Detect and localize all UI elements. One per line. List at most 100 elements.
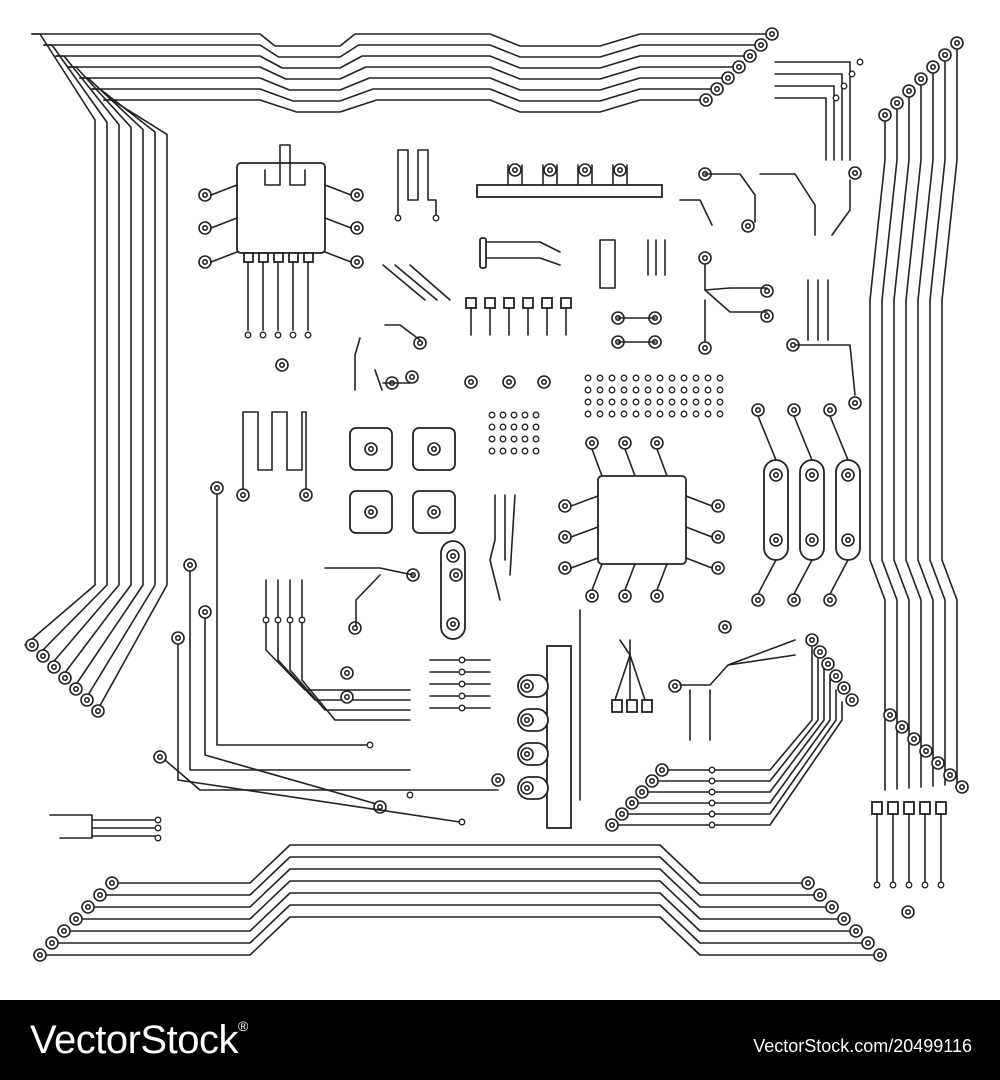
bottom-bus-trace <box>87 868 833 908</box>
side-connector-block <box>546 645 572 829</box>
corner-dot <box>856 58 864 66</box>
misc-pad-hole <box>452 571 459 578</box>
comb-resistor <box>871 801 883 815</box>
capsule-pad-hole <box>772 471 779 478</box>
right-bus-top-pad-hole <box>941 51 948 58</box>
comb-pad-hole <box>904 908 911 915</box>
resistor-pad-hole <box>540 378 547 385</box>
misc-trace <box>831 179 851 236</box>
capsule-top-pad-hole <box>754 406 761 413</box>
top-left-bus-trace <box>36 44 108 657</box>
grid-dot <box>521 411 529 419</box>
connector-pad-hole <box>546 167 553 174</box>
grid-dot <box>584 374 592 382</box>
bus-end-pad-hole <box>73 685 80 692</box>
misc-trace <box>324 567 414 576</box>
bottom-bus-trace <box>99 856 821 896</box>
long-trace <box>189 564 411 771</box>
grid-dot <box>608 410 616 418</box>
smd-resistor <box>465 297 477 309</box>
center-ic-top-pad-hole <box>588 439 595 446</box>
top-bus-pad-hole <box>735 64 742 71</box>
capsule-pad-hole <box>449 552 456 559</box>
grid-dot <box>716 410 724 418</box>
top-bus-pad-hole <box>768 30 775 37</box>
connector-tab-pad-hole <box>523 784 530 791</box>
resistor-pad-hole <box>467 378 474 385</box>
right-bus-trace <box>893 90 910 789</box>
center-ic-left-pad-hole <box>561 502 568 509</box>
capsule-top-trace <box>829 415 849 461</box>
grid-dot <box>499 423 507 431</box>
long-trace-pad-hole <box>202 608 209 615</box>
small-block-dot <box>154 816 162 824</box>
comb-dot <box>921 881 929 889</box>
grid-dot <box>584 410 592 418</box>
long-trace <box>204 611 381 806</box>
registered-mark: ® <box>237 1018 248 1034</box>
small-component <box>641 699 653 713</box>
misc-trace <box>482 241 561 253</box>
capsule-top-pad-hole <box>826 406 833 413</box>
connector-pad-hole <box>511 167 518 174</box>
corner-trace <box>774 85 835 161</box>
circuit-board-illustration <box>24 27 969 962</box>
misc-trace <box>509 494 516 576</box>
grid-dot <box>716 374 724 382</box>
right-bus-top-pad-hole <box>917 76 924 83</box>
bottom-bus-left-pad-hole <box>97 891 104 898</box>
grid-dot <box>704 374 712 382</box>
grid-dot <box>499 447 507 455</box>
grid-dot <box>510 447 518 455</box>
bottom-bus-right-pad-hole <box>876 951 883 958</box>
center-ic-bottom-pad-hole <box>621 592 628 599</box>
fan-dot <box>708 766 716 774</box>
left-ic-leg-dot <box>289 331 297 339</box>
comb-resistor <box>919 801 931 815</box>
right-ic-side-pad-hole <box>353 225 360 232</box>
triangle-mount-pad-hole <box>430 508 437 515</box>
fan-left-pad-hole <box>618 810 625 817</box>
left-ic-side-trace <box>210 217 238 229</box>
misc-pad-hole <box>416 339 423 346</box>
misc-pad-hole <box>408 373 415 380</box>
small-component <box>479 237 487 269</box>
center-ic-bottom-pad-hole <box>653 592 660 599</box>
connector-tab-pad-hole <box>523 682 530 689</box>
grid-dot <box>488 411 496 419</box>
capsule-pad-hole <box>808 471 815 478</box>
fan-top-pad-hole <box>832 672 839 679</box>
right-bus-trace <box>929 54 946 786</box>
grid-dot <box>488 423 496 431</box>
capsule-pad-hole <box>844 471 851 478</box>
grid-dot <box>632 374 640 382</box>
right-bus-trace <box>881 102 898 790</box>
grid-dot <box>510 411 518 419</box>
right-bus-bottom-pad-hole <box>934 759 941 766</box>
corner-dot <box>840 82 848 90</box>
smd-resistor <box>503 297 515 309</box>
small-capsule-connector <box>440 540 466 640</box>
comb-resistor <box>935 801 947 815</box>
grid-dot <box>620 410 628 418</box>
right-bus-bottom-pad-hole <box>922 747 929 754</box>
misc-trace <box>599 239 616 289</box>
bottom-bus-right-pad-hole <box>840 915 847 922</box>
smd-resistor <box>560 297 572 309</box>
grid-dot <box>532 447 540 455</box>
grid-dot <box>608 374 616 382</box>
misc-trace <box>704 287 768 291</box>
center-ic-top-pad-hole <box>653 439 660 446</box>
left-ic-pin <box>273 252 284 263</box>
grid-dot <box>521 447 529 455</box>
center-ic-right-pad-hole <box>714 564 721 571</box>
center-ic-top-pad-hole <box>621 439 628 446</box>
connector-tab-pad-hole <box>523 750 530 757</box>
bottom-bus-right-pad-hole <box>804 879 811 886</box>
left-ic-leg-dot <box>244 331 252 339</box>
center-ic-left-trace <box>570 495 599 507</box>
grid-dot <box>668 386 676 394</box>
smd-resistor <box>522 297 534 309</box>
misc-trace <box>394 264 438 301</box>
center-ic-right-trace <box>685 526 713 538</box>
